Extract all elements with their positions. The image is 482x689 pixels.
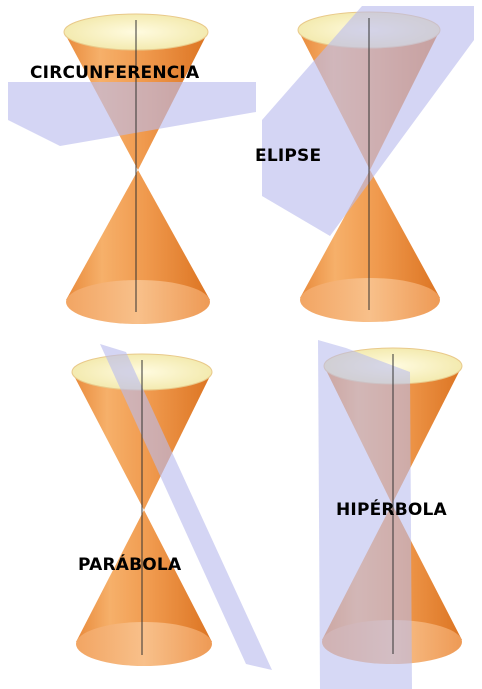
lower-base: [76, 622, 212, 666]
label-parabola: PARÁBOLA: [78, 555, 181, 575]
lower-base: [300, 278, 440, 322]
panel-circunferencia: [8, 14, 256, 324]
label-circunferencia: CIRCUNFERENCIA: [30, 63, 199, 83]
label-hiperbola: HIPÉRBOLA: [336, 500, 447, 520]
label-elipse: ELIPSE: [255, 146, 321, 166]
panel-parabola: [72, 344, 272, 670]
lower-base: [66, 280, 210, 324]
